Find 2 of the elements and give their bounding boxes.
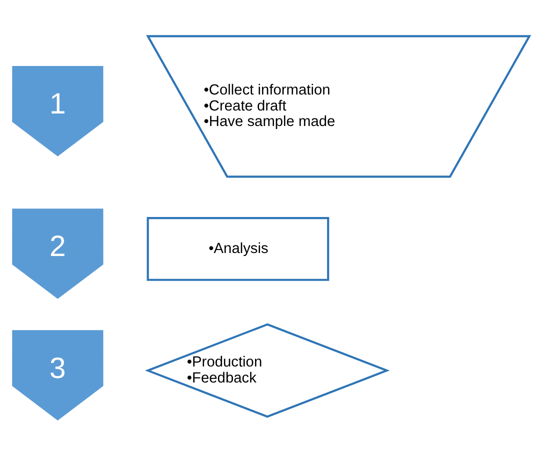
node-box: •Analysis: [146, 216, 330, 280]
node-diamond: •Production •Feedback: [144, 322, 390, 418]
